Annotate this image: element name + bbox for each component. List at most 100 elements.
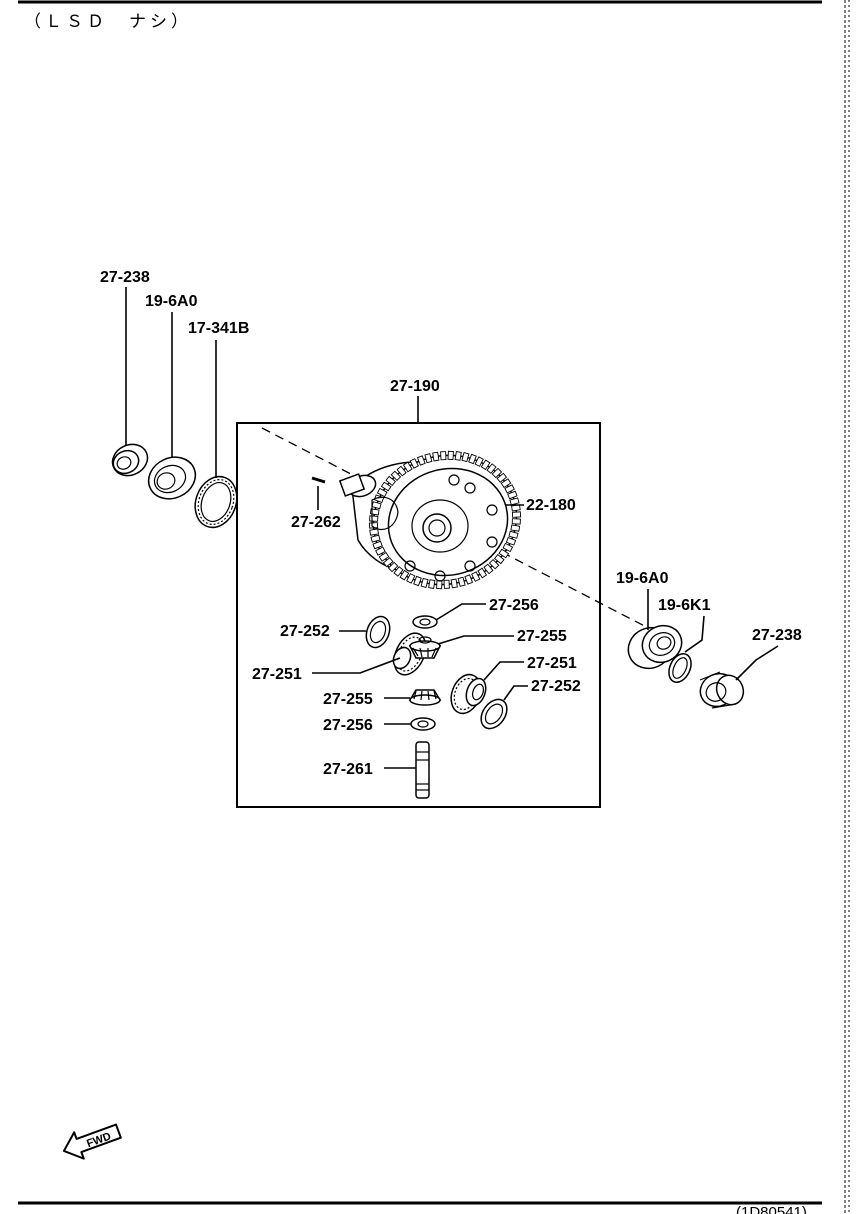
label-pinion-top: 27-255 <box>517 628 567 645</box>
ring-gear-tooth <box>432 451 440 462</box>
label-shim-right: 19-6K1 <box>658 597 711 614</box>
bearing-race-left-part <box>147 456 197 500</box>
leader-bearing-right <box>735 645 779 681</box>
shaft-part <box>415 741 430 799</box>
ring-gear-tooth <box>504 484 515 494</box>
pinion-gear-bottom-part <box>408 689 442 706</box>
ring-gear-tooth <box>390 470 402 482</box>
ring-gear-tooth <box>370 534 381 543</box>
ring-gear-tooth <box>396 465 407 477</box>
ring-gear-tooth <box>496 472 508 483</box>
ring-gear-tooth <box>505 536 517 546</box>
ring-gear-tooth <box>500 478 512 489</box>
ring-gear-tooth <box>464 574 474 585</box>
variant-header: （ＬＳＤ ナシ） <box>24 12 192 32</box>
leader-pinion-top <box>437 635 514 645</box>
ring-gear-tooth <box>511 511 522 518</box>
ring-gear-tooth <box>483 563 494 575</box>
ring-gear-tooth <box>406 573 416 584</box>
label-shaft: 27-261 <box>323 761 373 778</box>
ring-gear-tooth <box>380 481 392 492</box>
ring-gear-tooth <box>477 567 488 579</box>
side-gear-right-part <box>450 673 487 715</box>
fwd-arrow-icon: FWD <box>62 1123 122 1160</box>
ring-gear-tooth <box>373 494 385 504</box>
ring-gear-tooth <box>493 554 505 565</box>
ring-gear-tooth <box>480 459 491 471</box>
ring-gear-tooth <box>424 453 433 464</box>
label-pinion-bottom: 27-255 <box>323 691 373 708</box>
ring-gear-tooth <box>440 451 447 461</box>
label-washer-top: 27-256 <box>489 597 539 614</box>
label-bearing-left: 27-238 <box>100 269 150 286</box>
ring-gear-tooth <box>371 501 382 510</box>
leader-washer-right <box>503 685 528 701</box>
label-bearing-right: 27-238 <box>752 627 802 644</box>
ring-gear-tooth <box>510 524 521 532</box>
label-race-left: 19-6A0 <box>145 293 198 310</box>
pinion-gear-top-part <box>408 636 442 659</box>
ring-gear-tooth <box>376 487 388 498</box>
ring-gear-tooth <box>375 546 386 556</box>
label-sensor-ring: 17-341B <box>188 320 249 337</box>
washer-left-part <box>365 615 391 649</box>
ring-gear-tooth <box>409 458 419 469</box>
ring-gear-tooth <box>461 452 470 463</box>
label-ring-gear: 22-180 <box>526 497 576 514</box>
ring-gear-tooth <box>416 455 426 466</box>
leader-shim-right <box>684 615 705 653</box>
ring-gear-tooth <box>509 497 520 506</box>
ring-gear-tooth <box>369 528 379 536</box>
ring-gear-tooth <box>399 569 410 581</box>
ring-gear-tooth <box>369 515 379 522</box>
ring-gear-tooth <box>447 450 454 460</box>
ring-gear-tooth <box>486 463 497 474</box>
ring-gear-tooth <box>471 571 481 582</box>
ring-gear-tooth <box>474 456 484 467</box>
ring-gear-tooth <box>443 579 450 589</box>
label-washer-right: 27-252 <box>531 678 581 695</box>
shim-right-part <box>668 653 692 683</box>
pinion-washer-top-part <box>412 615 438 629</box>
label-pin: 27-262 <box>291 514 341 531</box>
ring-gear-tooth <box>382 557 394 568</box>
ring-gear-tooth <box>436 580 443 590</box>
leader-side-gear-right <box>483 661 524 681</box>
sensor-ring-part <box>194 475 238 529</box>
label-side-gear-left: 27-251 <box>252 666 302 683</box>
ring-gear-tooth <box>387 561 399 573</box>
differential-case-part <box>338 450 522 590</box>
leader-side-gear-left <box>312 657 401 674</box>
ring-gear-tooth <box>488 558 500 570</box>
ring-gear-tooth <box>507 490 518 500</box>
ring-gear-tooth <box>491 467 503 479</box>
leader-washer-top <box>435 603 486 621</box>
ring-gear-tooth <box>450 578 458 589</box>
ring-gear-tooth <box>402 461 413 473</box>
ring-gear-tooth <box>508 530 519 539</box>
label-race-right: 19-6A0 <box>616 570 669 587</box>
bearing-race-right-part <box>627 624 683 670</box>
ring-gear-tooth <box>454 451 462 461</box>
footer-ref: (1D80541) <box>736 1204 807 1214</box>
bearing-left-part <box>111 443 149 477</box>
label-washer-left: 27-252 <box>280 623 330 640</box>
ring-gear-tooth <box>502 542 514 553</box>
ring-gear-tooth <box>372 540 383 550</box>
label-diff-assembly: 27-190 <box>390 378 440 395</box>
ring-gear-tooth <box>385 475 397 486</box>
ring-gear-tooth <box>393 566 404 577</box>
diff-assembly-box <box>236 422 601 808</box>
ring-gear-tooth <box>511 518 521 525</box>
bearing-right-part <box>699 671 745 709</box>
ring-gear-tooth <box>413 575 422 587</box>
label-washer-bottom: 27-256 <box>323 717 373 734</box>
washer-right-part <box>480 698 508 730</box>
pin-part <box>311 476 326 484</box>
ring-gear-tooth <box>468 453 477 465</box>
ring-gear-tooth <box>378 551 390 562</box>
ring-gear-tooth <box>457 576 466 587</box>
ring-gear-tooth <box>420 577 429 588</box>
ring-gear-tooth <box>428 579 436 589</box>
pinion-washer-bottom-part <box>410 717 436 731</box>
